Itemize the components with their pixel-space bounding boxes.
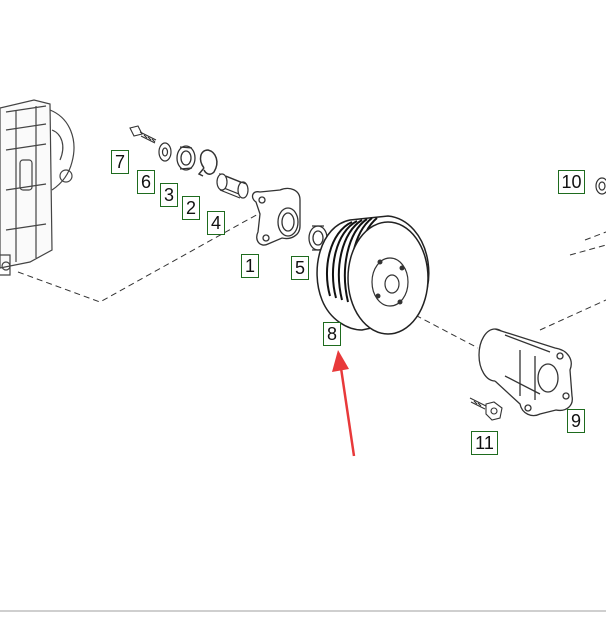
bearing-5-part <box>308 225 328 251</box>
bottom-divider <box>0 610 606 612</box>
callout-5: 5 <box>291 256 309 280</box>
red-arrow <box>332 350 356 457</box>
bolt-part <box>129 125 157 144</box>
callout-9: 9 <box>567 409 585 433</box>
callout-7: 7 <box>111 150 129 174</box>
bearing-part <box>176 145 196 171</box>
callout-10: 10 <box>558 170 585 194</box>
sleeve-part <box>216 172 249 199</box>
callout-8: 8 <box>323 322 341 346</box>
bracket-part <box>251 187 301 246</box>
housing-part <box>478 328 573 417</box>
callout-1: 1 <box>241 254 259 278</box>
fitting-10-part <box>595 177 606 195</box>
washer-part <box>158 142 172 162</box>
engine-block <box>0 99 75 276</box>
callout-6: 6 <box>137 170 155 194</box>
callout-3: 3 <box>160 183 178 207</box>
callout-11: 11 <box>471 431 498 455</box>
callout-4: 4 <box>207 211 225 235</box>
snap-ring-part <box>197 149 218 177</box>
bolt-11-part <box>469 397 503 421</box>
pulley-part <box>316 215 430 335</box>
callout-2: 2 <box>182 196 200 220</box>
